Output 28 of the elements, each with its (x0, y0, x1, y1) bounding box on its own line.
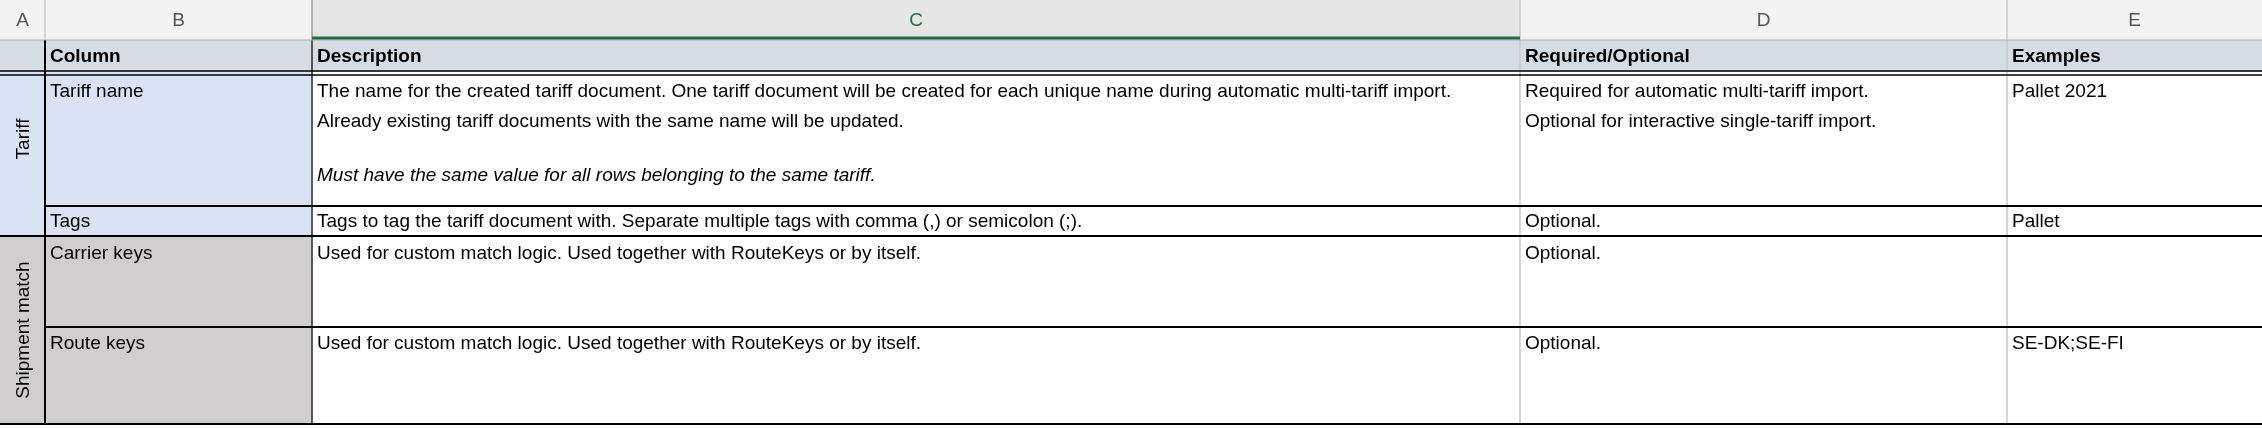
column-header: Required/Optional (1525, 44, 1690, 68)
column-header: Description (317, 44, 422, 68)
cell-text: Tags (50, 209, 91, 233)
group-label: Shipment match (11, 260, 34, 401)
group-label: Tariff (11, 117, 34, 162)
cell-text: Tariff name (50, 79, 144, 103)
cell-text: Used for custom match logic. Used together with RouteKeys or by itself. (317, 241, 922, 265)
cell-text: Carrier keys (50, 241, 153, 265)
cell-text: Optional. (1525, 241, 1602, 265)
cell-text: Pallet 2021 (2012, 79, 2108, 103)
cell-text: Optional. (1525, 331, 1602, 355)
column-letter: E (2127, 8, 2142, 32)
cell-text: Optional for interactive single-tariff import. (1525, 109, 1877, 133)
cell-text: Tags to tag the tariff document with. Separate multiple tags with comma (,) or semicolon (;). (317, 209, 1083, 233)
column-header: Column (50, 44, 121, 68)
cell-text: The name for the created tariff document. One tariff document will be created for each unique name during automatic multi-tariff import. Already existing tariff documents with the same name will be updated. (317, 79, 1453, 133)
note-text: Must have the same value for all rows belonging to the same tariff. (317, 163, 876, 187)
column-letter: A (15, 8, 30, 32)
cell-text: Used for custom match logic. Used together with RouteKeys or by itself. (317, 331, 922, 355)
cell-text: Optional. (1525, 209, 1602, 233)
column-letter: C (908, 8, 924, 32)
cell-text: Pallet (2012, 209, 2060, 233)
column-letter: D (1755, 8, 1772, 32)
cell-text: Route keys (50, 331, 146, 355)
cell-text: Required for automatic multi-tariff import. (1525, 79, 1869, 103)
cell-text: SE-DK;SE-FI (2012, 331, 2124, 355)
column-letter: B (171, 8, 186, 32)
column-header: Examples (2012, 44, 2101, 68)
